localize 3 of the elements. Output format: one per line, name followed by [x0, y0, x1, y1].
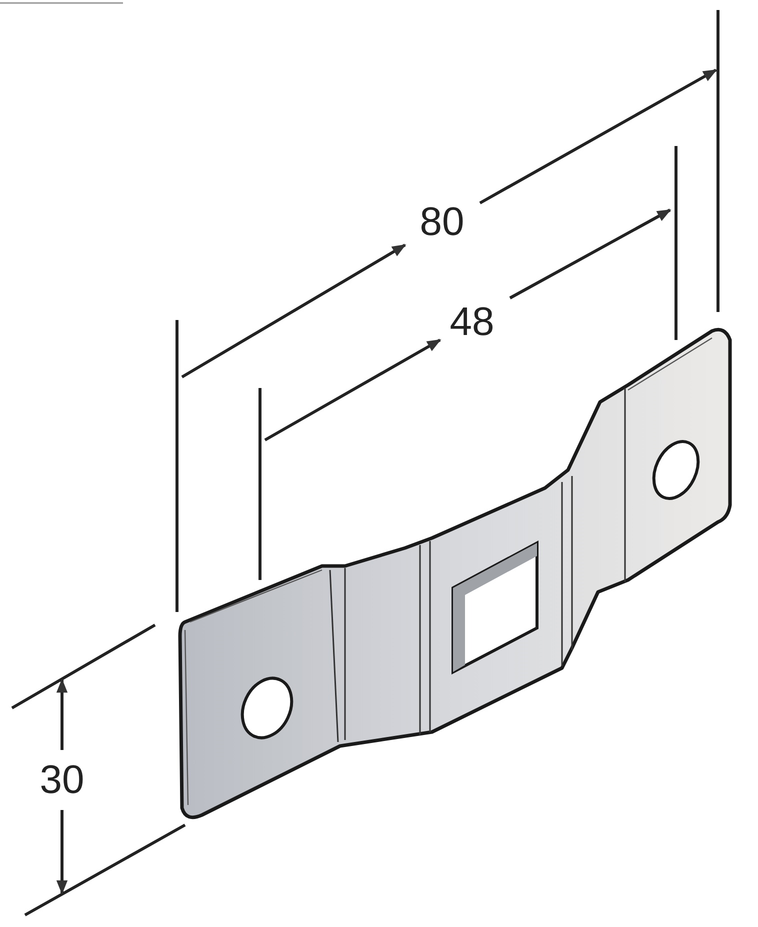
- dimension-label: 80: [420, 202, 464, 242]
- dimension-label: 48: [450, 302, 494, 342]
- dimension-label: 30: [40, 760, 84, 800]
